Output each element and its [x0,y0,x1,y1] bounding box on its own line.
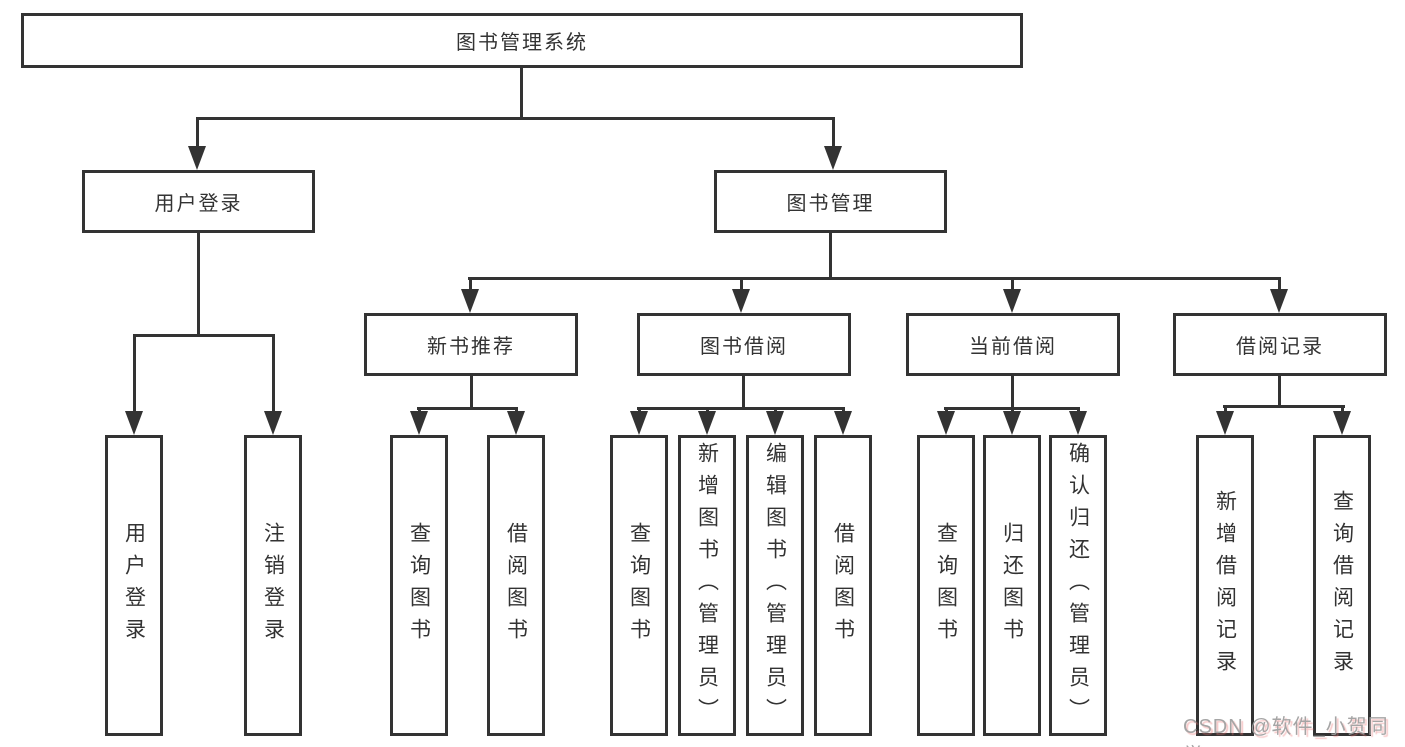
connector-arrow-stem [469,277,472,291]
connector-root-stem [520,68,523,119]
arrow-down-icon [698,411,716,435]
connector-arrow-stem [1341,405,1344,415]
node-user-login: 用户登录 [82,170,315,233]
node-borrow-records: 借阅记录 [1173,313,1387,376]
connector-user-login-stem [197,233,200,337]
node-root-label: 图书管理系统 [456,32,588,54]
connector-root-rail [196,117,835,120]
node-book-management-label: 图书管理 [786,193,875,215]
leaf-return-books: 归还图书 [983,435,1041,736]
leaf-borrow-query-books: 查询图书 [610,435,668,736]
leaf-logout: 注销登录 [244,435,302,736]
leaf-query-borrow-record-label: 查询借阅记录 [1330,489,1354,682]
csdn-watermark: CSDN @软件_小贺同学 [1183,716,1389,747]
arrow-down-icon [1216,411,1234,435]
node-new-book-recommend: 新书推荐 [364,313,578,376]
node-user-login-label: 用户登录 [154,193,243,215]
arrow-down-icon [410,411,428,435]
connector-book-borrow-rail [637,407,845,410]
connector-user-login-rail [133,334,274,337]
leaf-confirm-return-admin: 确认归还（管理员） [1049,435,1107,736]
leaf-add-borrow-record-label: 新增借阅记录 [1213,489,1237,682]
arrow-down-icon [834,411,852,435]
connector-book-borrow-stem [742,376,745,410]
connector-book-management-rail [468,277,1281,280]
connector-arrow-stem [196,117,199,150]
arrow-down-icon [1270,289,1288,313]
leaf-borrow-books-label: 借阅图书 [831,521,855,650]
leaf-current-query-books: 查询图书 [917,435,975,736]
node-new-book-recommend-label: 新书推荐 [427,336,515,358]
connector-arrow-stem [1224,405,1227,415]
connector-book-management-stem [829,233,832,280]
leaf-recommend-borrow-books-label: 借阅图书 [504,521,528,650]
leaf-add-borrow-record: 新增借阅记录 [1196,435,1254,736]
leaf-recommend-borrow-books: 借阅图书 [487,435,545,736]
connector-arrow-stem [272,334,275,414]
leaf-logout-label: 注销登录 [261,521,285,650]
connector-arrow-stem [1011,277,1014,291]
arrow-down-icon [937,411,955,435]
connector-borrow-records-rail [1223,405,1345,408]
arrow-down-icon [188,146,206,170]
arrow-down-icon [1003,411,1021,435]
arrow-down-icon [630,411,648,435]
arrow-down-icon [1003,289,1021,313]
arrow-down-icon [824,146,842,170]
connector-new-book-rail [417,407,518,410]
connector-arrow-stem [133,334,136,414]
leaf-add-books-admin-label: 新增图书（管理员） [695,441,719,730]
arrow-down-icon [264,411,282,435]
leaf-borrow-query-books-label: 查询图书 [627,521,651,650]
node-current-borrow-label: 当前借阅 [969,336,1057,358]
connector-arrow-stem [1278,277,1281,291]
arrow-down-icon [766,411,784,435]
node-book-borrow-label: 图书借阅 [700,336,788,358]
node-book-borrow: 图书借阅 [637,313,851,376]
node-root: 图书管理系统 [21,13,1023,68]
node-borrow-records-label: 借阅记录 [1236,336,1324,358]
leaf-borrow-books: 借阅图书 [814,435,872,736]
arrow-down-icon [732,289,750,313]
connector-arrow-stem [832,117,835,150]
leaf-user-login-label: 用户登录 [122,521,146,650]
leaf-recommend-query-books: 查询图书 [390,435,448,736]
leaf-add-books-admin: 新增图书（管理员） [678,435,736,736]
arrow-down-icon [461,289,479,313]
node-current-borrow: 当前借阅 [906,313,1120,376]
leaf-recommend-query-books-label: 查询图书 [407,521,431,650]
leaf-confirm-return-admin-label: 确认归还（管理员） [1066,441,1090,730]
leaf-return-books-label: 归还图书 [1000,521,1024,650]
leaf-query-borrow-record: 查询借阅记录 [1313,435,1371,736]
connector-arrow-stem [740,277,743,291]
connector-borrow-records-stem [1278,376,1281,408]
arrow-down-icon [1069,411,1087,435]
connector-new-book-stem [470,376,473,410]
arrow-down-icon [125,411,143,435]
arrow-down-icon [507,411,525,435]
connector-current-borrow-stem [1011,376,1014,410]
arrow-down-icon [1333,411,1351,435]
leaf-edit-books-admin-label: 编辑图书（管理员） [763,441,787,730]
leaf-edit-books-admin: 编辑图书（管理员） [746,435,804,736]
node-book-management: 图书管理 [714,170,947,233]
leaf-user-login: 用户登录 [105,435,163,736]
leaf-current-query-books-label: 查询图书 [934,521,958,650]
